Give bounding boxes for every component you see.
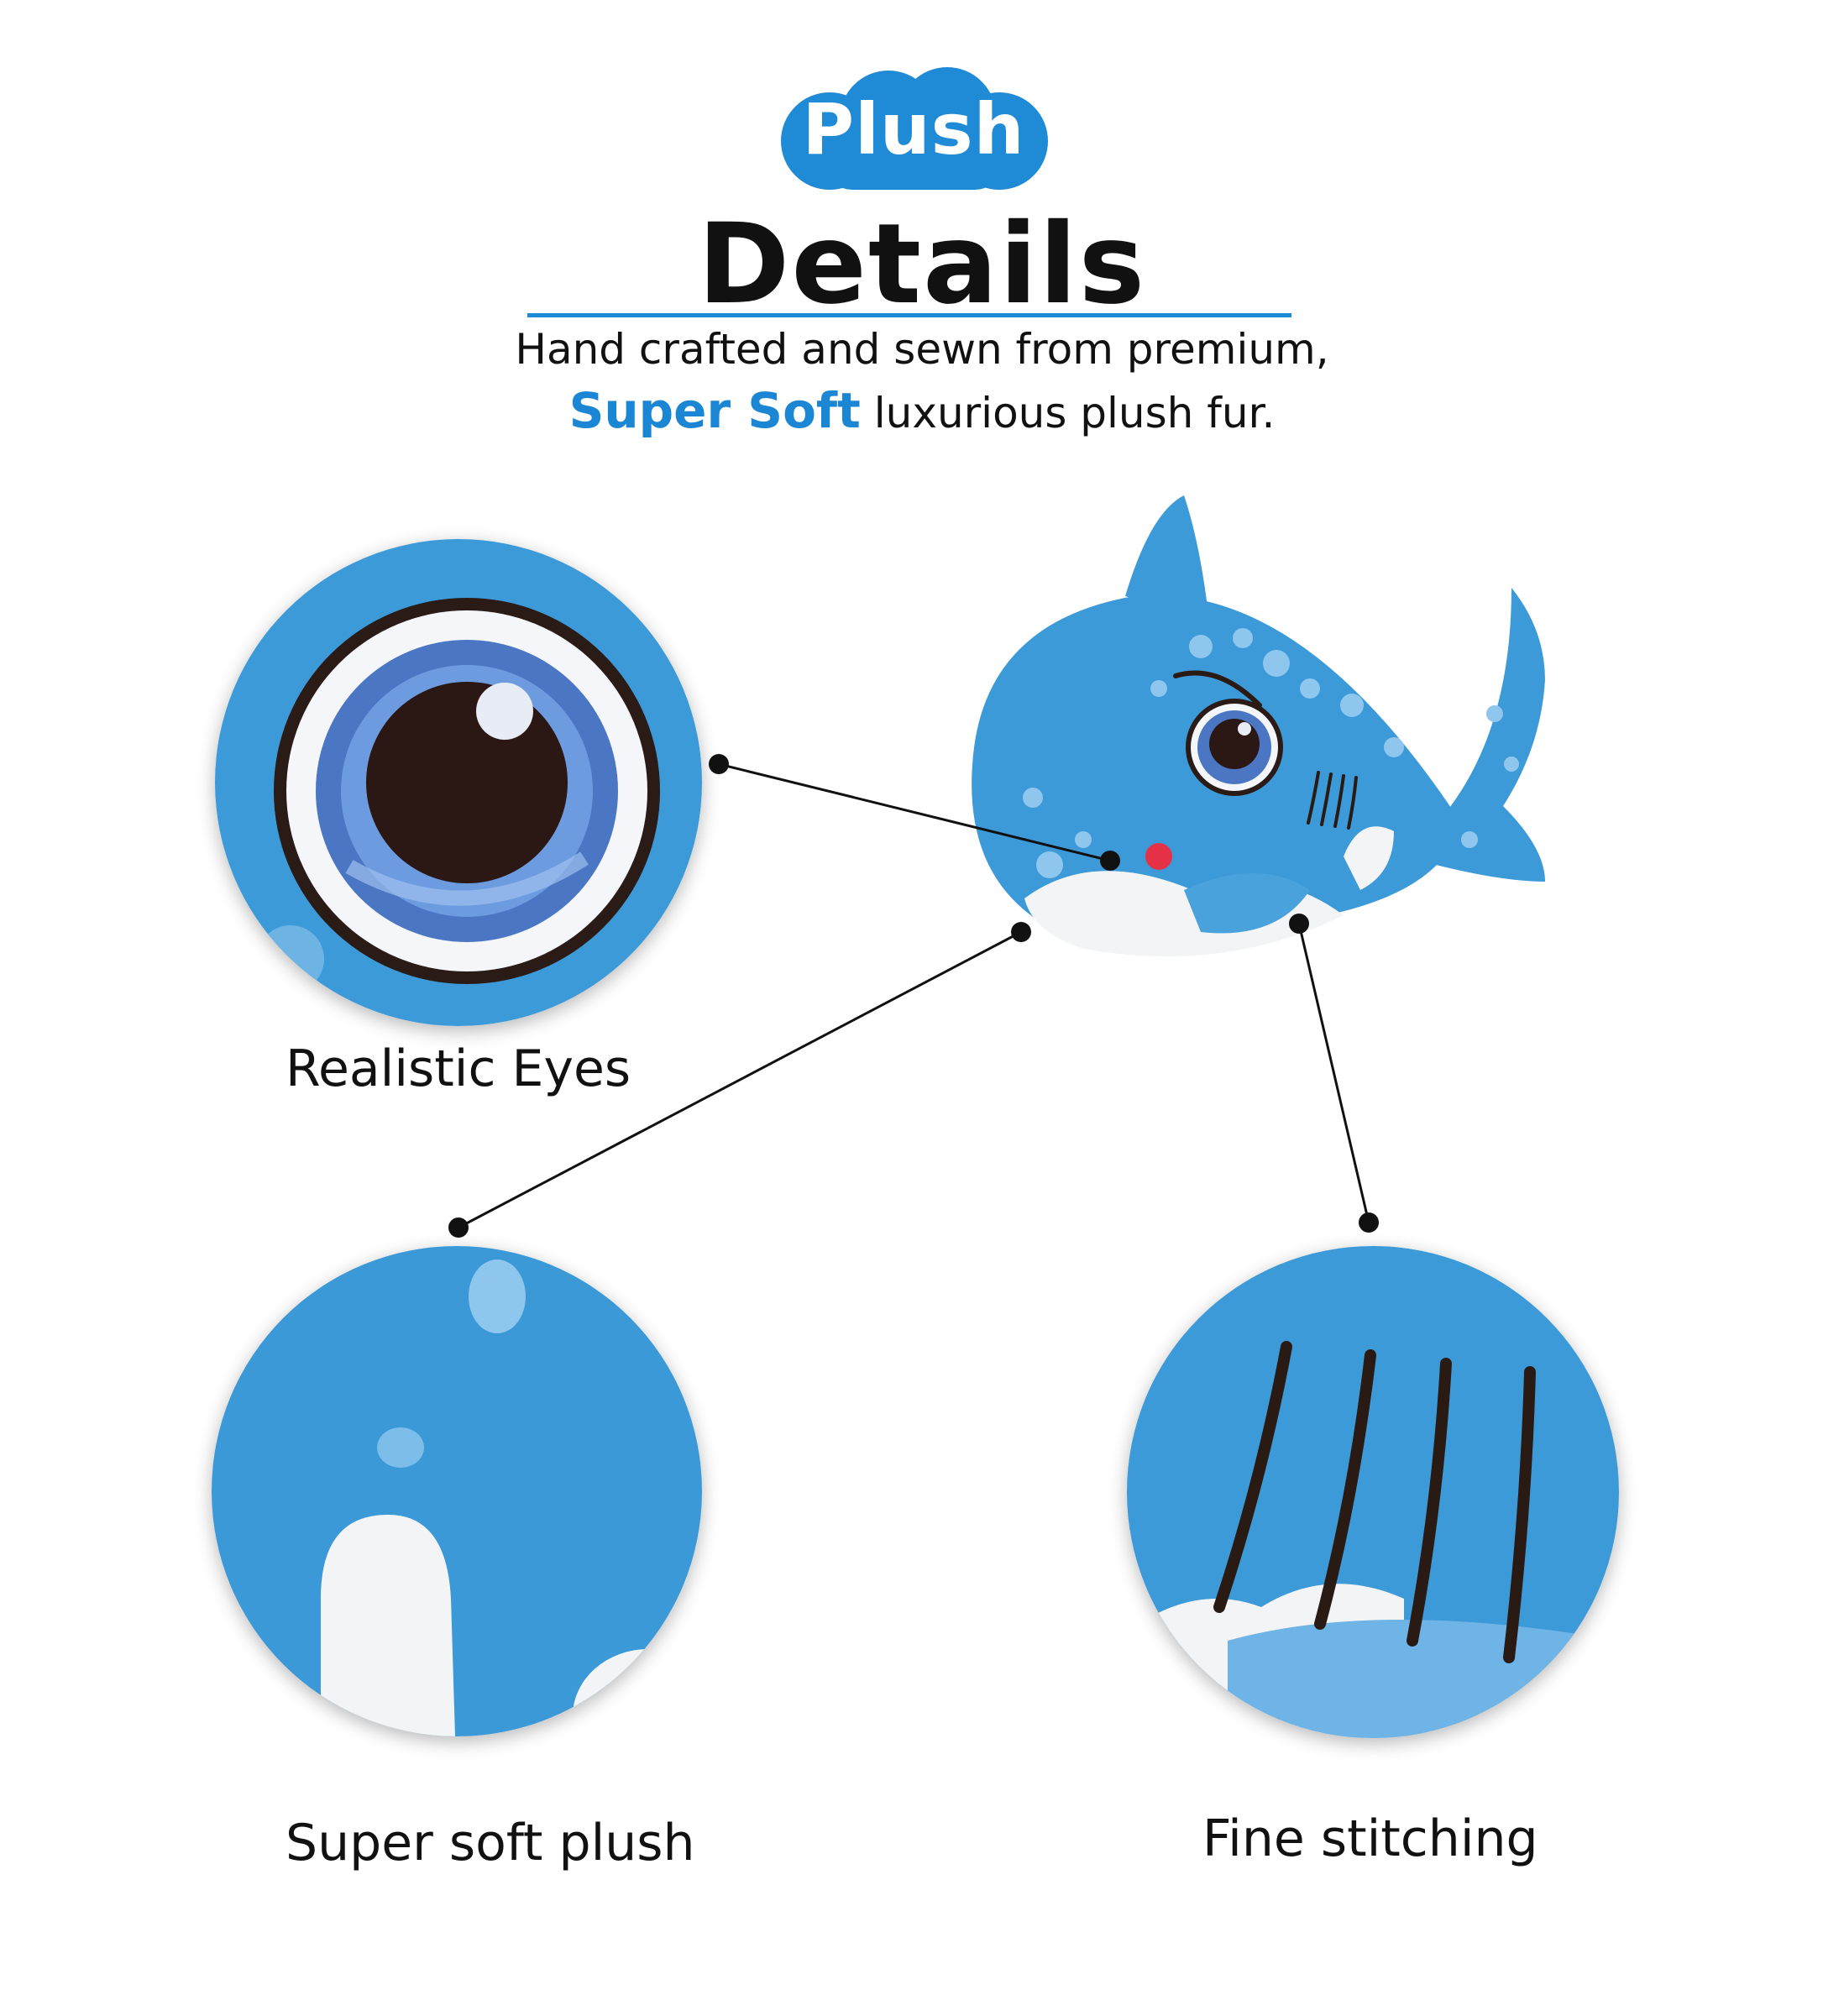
page-title: Details (697, 200, 1147, 329)
title-divider (527, 313, 1291, 317)
caption-fine-stitching: Fine stitching (1202, 1809, 1538, 1868)
fur-closeup-circle (212, 1246, 702, 1736)
tagline-line-2: Super Soft luxurious plush fur. (470, 382, 1374, 439)
tagline-highlight: Super Soft (568, 382, 861, 439)
eye-closeup-circle (215, 539, 702, 1026)
plush-badge-label: Plush (802, 88, 1025, 170)
stitching-closeup-circle (1127, 1246, 1619, 1738)
caption-super-soft-plush: Super soft plush (286, 1814, 695, 1872)
caption-realistic-eyes: Realistic Eyes (286, 1039, 631, 1098)
tagline-rest: luxurious plush fur. (860, 389, 1276, 437)
shark-plush-image (972, 495, 1545, 956)
tagline-line-1: Hand crafted and sewn from premium, (515, 325, 1329, 374)
plush-cloud-badge (781, 67, 1048, 190)
